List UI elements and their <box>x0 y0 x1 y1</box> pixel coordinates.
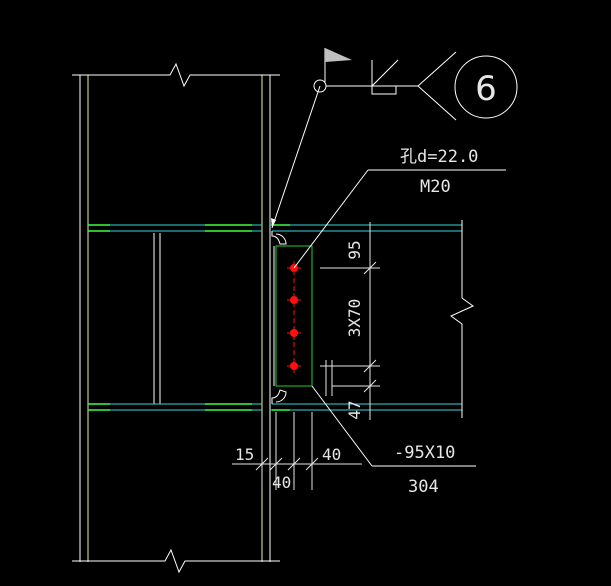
plate-length-note: 304 <box>408 477 439 497</box>
bolt-group <box>287 261 301 373</box>
steel-column <box>72 62 280 574</box>
shear-plate <box>273 245 313 387</box>
detail-marker: 6 <box>454 55 518 119</box>
plate-note: -95X10 304 <box>311 385 476 497</box>
dim-gap-left: 15 <box>235 445 254 464</box>
column-bottom-break-line <box>72 548 280 574</box>
bolt <box>287 359 301 373</box>
dim-bolt-edge: 40 <box>322 445 341 464</box>
dim-plate-offset: 40 <box>272 473 291 492</box>
dim-top-edge: 95 <box>345 240 364 259</box>
bolt-hole-note: 孔d=22.0 <box>400 147 478 167</box>
weld-leader-arrow <box>271 85 321 229</box>
continuity-plate-top <box>88 224 262 232</box>
weld-backing-icon <box>371 85 397 95</box>
steel-beam <box>270 220 474 418</box>
cope-top <box>271 231 287 245</box>
detail-marker-circle <box>454 55 518 119</box>
plate-spec-note: -95X10 <box>394 443 455 463</box>
dim-bolt-spacing: 3X70 <box>345 299 364 338</box>
weld-arrowhead <box>271 218 276 228</box>
shear-plate-outline <box>275 245 313 387</box>
weld-symbol <box>271 48 457 229</box>
field-weld-flag-icon <box>325 48 352 62</box>
detail-marker-number: 6 <box>475 69 497 109</box>
bolt-note-leader <box>293 169 369 269</box>
continuity-plate-bottom <box>88 403 262 411</box>
dim-bottom-edge: 47 <box>345 400 364 419</box>
weld-tail-icon <box>417 51 457 121</box>
bolt <box>287 293 301 307</box>
plate-note-leader <box>311 385 373 467</box>
bolt <box>287 326 301 340</box>
bolt-spec-note: M20 <box>420 177 451 197</box>
beam-break-line <box>450 220 474 418</box>
fillet-weld-symbol-icon <box>371 59 399 88</box>
vertical-dimensions: 95 3X70 47 <box>320 222 380 420</box>
column-top-break-line <box>72 62 280 88</box>
bolt-note: 孔d=22.0 M20 <box>293 147 506 269</box>
horizontal-dimensions: 15 40 40 <box>232 412 362 492</box>
cope-bottom <box>271 389 287 404</box>
